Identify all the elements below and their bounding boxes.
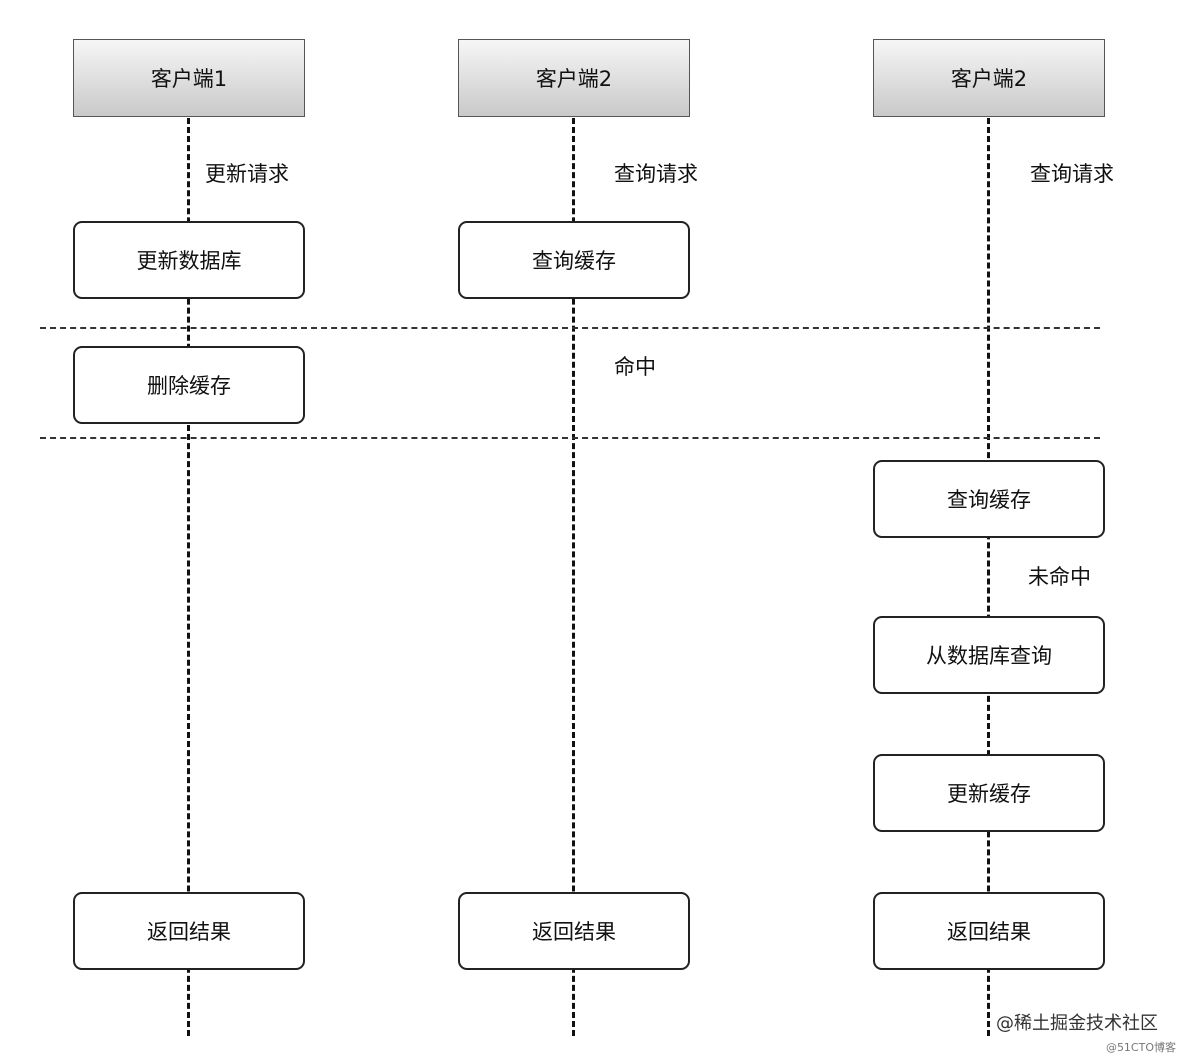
phase-separator-2 [40, 437, 1100, 439]
update-cache-step: 更新缓存 [873, 754, 1105, 832]
client1-request-label: 更新请求 [205, 161, 289, 187]
client3-header: 客户端2 [873, 39, 1105, 117]
lifeline-client3 [987, 118, 990, 1036]
phase-separator-1 [40, 327, 1100, 329]
client2-query-cache-step: 查询缓存 [458, 221, 690, 299]
cache-miss-label: 未命中 [1028, 564, 1091, 590]
client1-header: 客户端1 [73, 39, 305, 117]
lifeline-client2 [572, 118, 575, 1036]
update-db-step: 更新数据库 [73, 221, 305, 299]
lifeline-client1 [187, 118, 190, 1036]
client2-request-label: 查询请求 [614, 161, 698, 187]
client2-return-step: 返回结果 [458, 892, 690, 970]
delete-cache-step: 删除缓存 [73, 346, 305, 424]
cache-hit-label: 命中 [614, 354, 656, 380]
query-db-step: 从数据库查询 [873, 616, 1105, 694]
client3-query-cache-step: 查询缓存 [873, 460, 1105, 538]
watermark: @稀土掘金技术社区 [996, 1009, 1158, 1035]
client2-header: 客户端2 [458, 39, 690, 117]
client1-return-step: 返回结果 [73, 892, 305, 970]
watermark-sub: @51CTO博客 [1105, 1041, 1176, 1054]
client3-request-label: 查询请求 [1030, 161, 1114, 187]
client3-return-step: 返回结果 [873, 892, 1105, 970]
